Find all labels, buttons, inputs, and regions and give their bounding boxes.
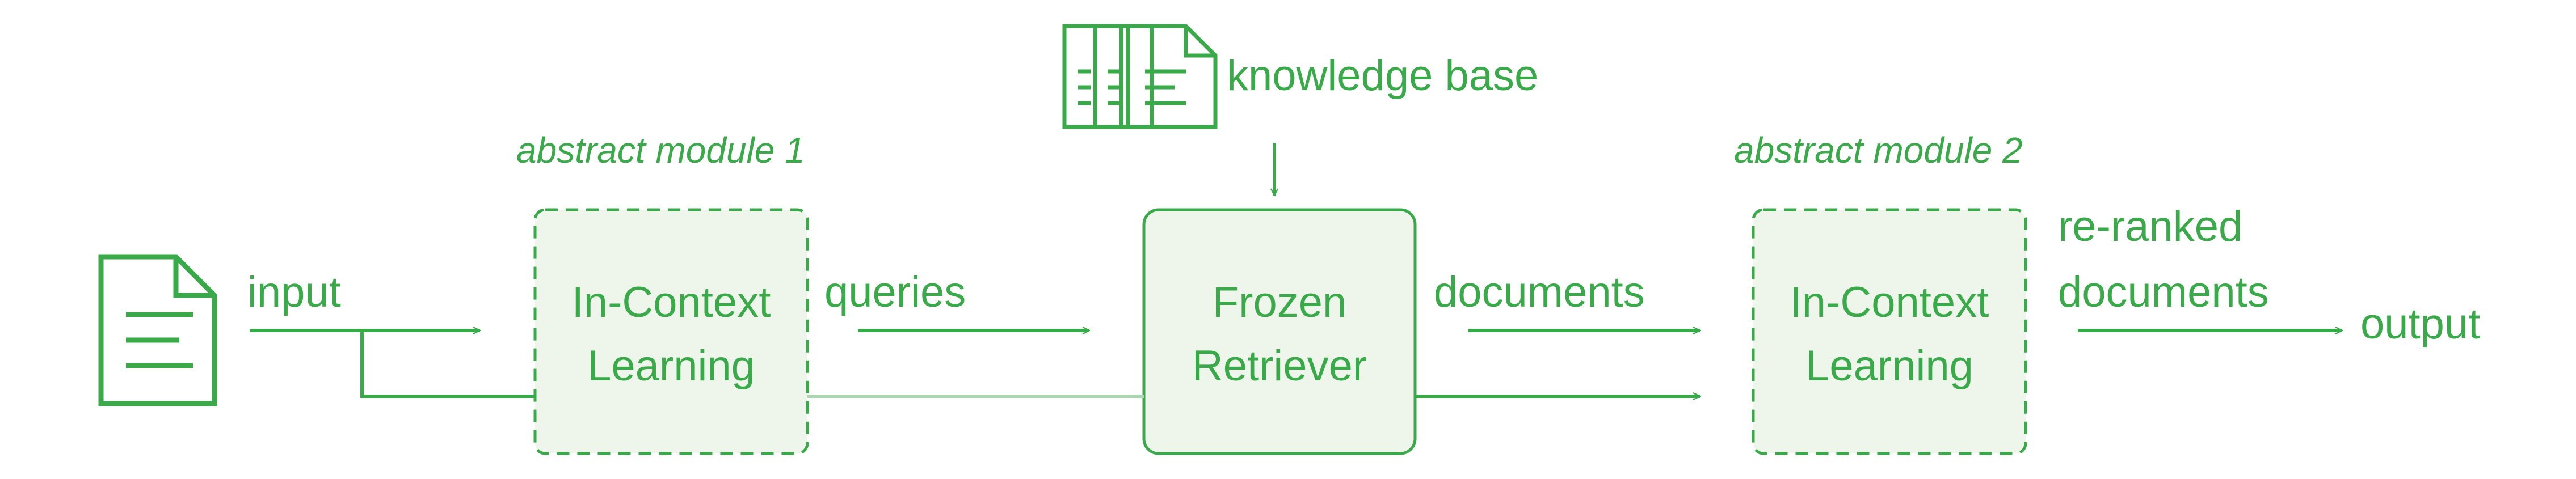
module1-box <box>533 208 809 455</box>
retriever-line1: Frozen <box>1212 278 1347 327</box>
documents-label: documents <box>1434 268 1645 316</box>
queries-label: queries <box>824 268 966 316</box>
retriever-line2: Retriever <box>1192 342 1367 390</box>
document-icon <box>98 254 217 406</box>
knowledge-base-label: knowledge base <box>1227 52 1539 100</box>
module2-line2: Learning <box>1805 342 1973 390</box>
module1-title: abstract module 1 <box>516 130 805 171</box>
reranked-label-line2: documents <box>2058 268 2269 316</box>
input-bypass-line <box>360 330 535 398</box>
retriever-box <box>1142 208 1417 455</box>
module1-line2: Learning <box>587 342 755 390</box>
output-label: output <box>2360 300 2481 348</box>
module1-line1: In-Context <box>571 278 771 327</box>
module2-box <box>1752 208 2027 455</box>
input-label: input <box>247 268 341 316</box>
reranked-label-line1: re-ranked <box>2058 202 2243 251</box>
document-stack-icon <box>1062 24 1218 129</box>
module2-line1: In-Context <box>1790 278 1989 327</box>
module2-title: abstract module 2 <box>1734 130 2023 171</box>
